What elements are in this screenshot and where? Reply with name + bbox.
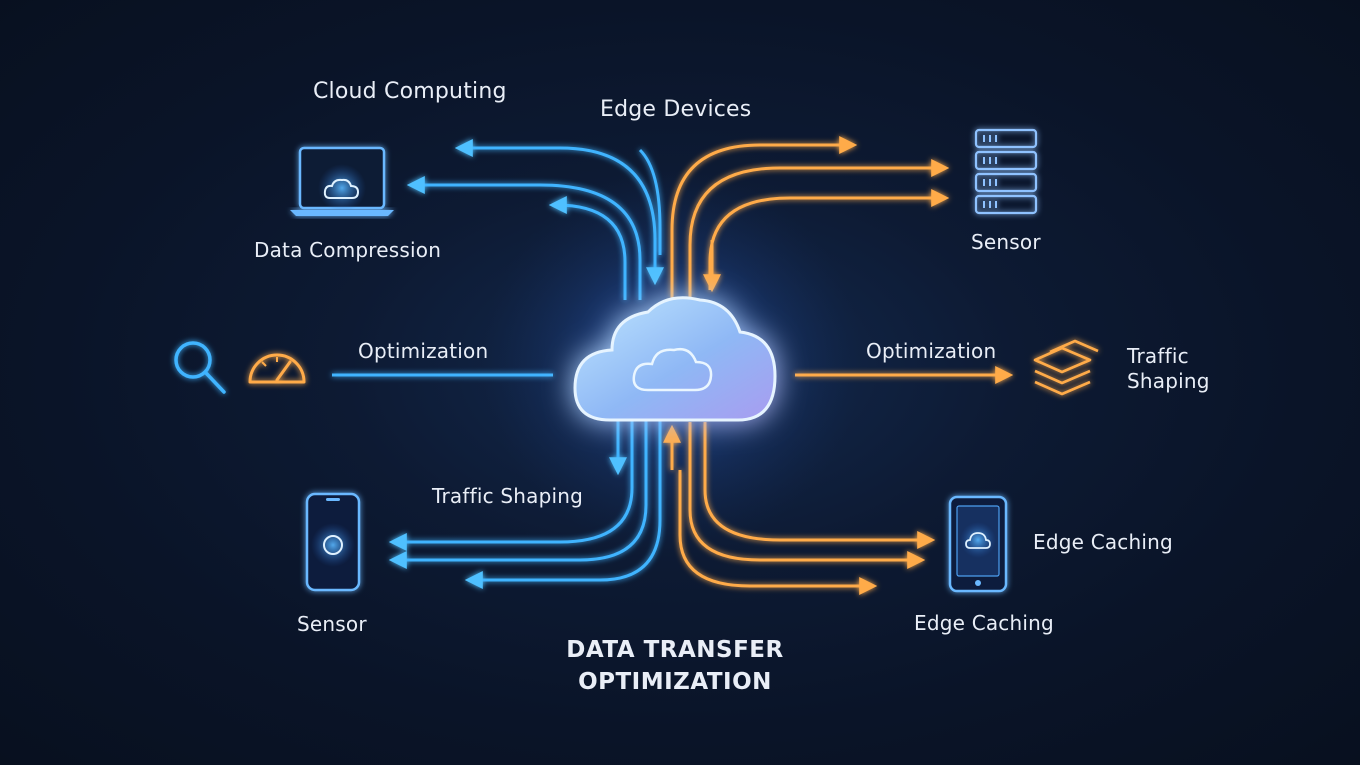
gauge-icon [248,353,306,384]
flow-to-cloud-computing-inner [406,176,642,300]
diagram-title-line2: OPTIMIZATION [578,669,772,695]
label-traffic-shaping-right-line2: Shaping [1127,369,1210,393]
flow-to-sensor-top-a [688,159,950,298]
flow-to-cloud-computing-outer [454,139,657,275]
server-rack-icon [974,128,1038,215]
label-traffic-shaping-left: Traffic Shaping [432,484,583,508]
flow-to-edge-devices [670,136,858,298]
flow-to-sensor-a [388,420,634,551]
label-traffic-shaping-right: Traffic Shaping [1127,344,1210,394]
diagram-title-line1: DATA TRANSFER [566,637,784,663]
label-sensor-bottom: Sensor [297,612,367,636]
laptop-cloud-icon [290,146,394,216]
flow-to-sensor-top-b [708,196,942,290]
label-data-compression: Data Compression [254,238,442,262]
diagram-title: DATA TRANSFER OPTIMIZATION [548,634,802,698]
orange-flows [663,136,1014,595]
flow-to-sensor-c [464,420,662,589]
smartphone-icon [305,492,361,592]
flow-to-sensor-b [388,420,648,569]
label-optimization-left: Optimization [358,339,489,363]
label-edge-caching-right: Edge Caching [1033,530,1173,554]
flow-loop-top [548,196,627,300]
label-edge-caching-bottom: Edge Caching [914,611,1054,635]
label-optimization-right: Optimization [866,339,997,363]
magnifier-icon [174,341,226,394]
cloud-icon [573,296,777,422]
blue-flows [332,139,664,589]
flow-to-edge-caching-c [678,470,878,595]
flow-top-ascend [638,148,662,255]
label-traffic-shaping-right-line1: Traffic [1127,344,1189,368]
flow-to-edge-caching-a [688,422,926,569]
tablet-icon [948,495,1008,593]
label-sensor-top: Sensor [971,230,1041,254]
label-edge-devices: Edge Devices [600,97,752,122]
layers-icon [1033,339,1099,396]
label-cloud-computing: Cloud Computing [313,79,507,104]
flow-to-edge-caching-b [703,422,936,549]
